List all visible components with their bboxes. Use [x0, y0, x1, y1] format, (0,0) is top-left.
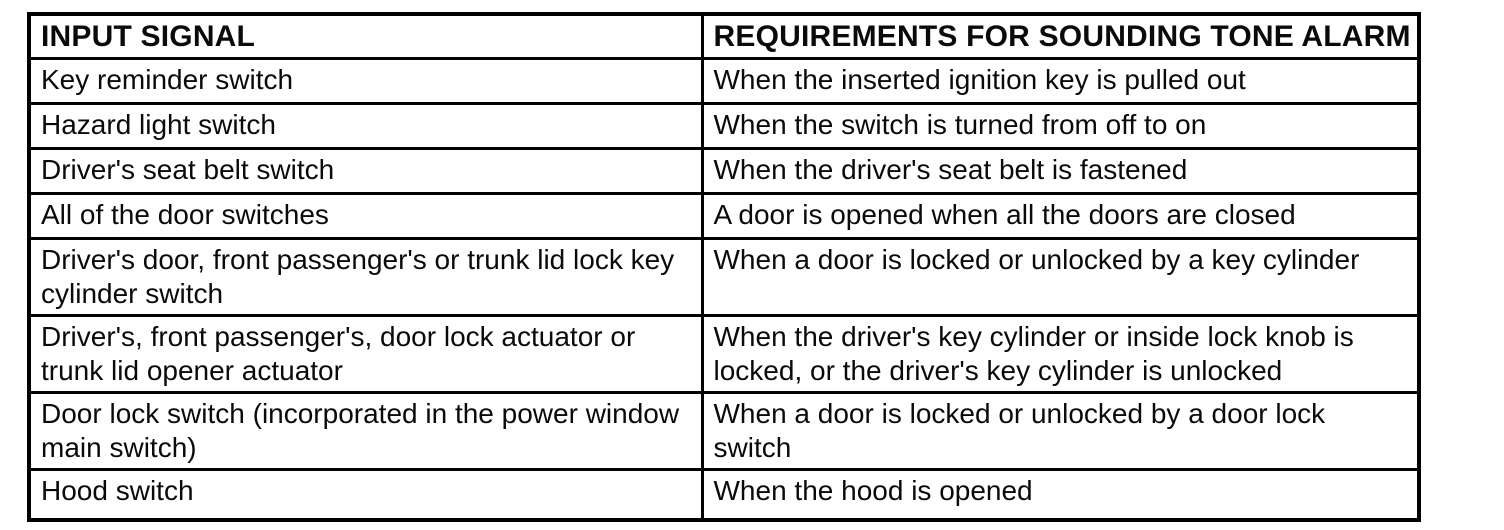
table-row: Door lock switch (incorporated in the po…: [27, 391, 1421, 471]
input-signal-cell: Driver's, front passenger's, door lock a…: [27, 314, 704, 394]
input-signal-cell: Driver's door, front passenger's or trun…: [27, 237, 704, 317]
column-header-requirements: REQUIREMENTS FOR SOUNDING TONE ALARM: [700, 12, 1421, 60]
requirement-cell: When a door is locked or unlocked by a d…: [700, 391, 1421, 471]
input-signal-cell: Hood switch: [27, 468, 704, 521]
table-header-row: INPUT SIGNAL REQUIREMENTS FOR SOUNDING T…: [27, 12, 1421, 60]
requirement-cell: When a door is locked or unlocked by a k…: [700, 237, 1421, 317]
requirement-cell: A door is opened when all the doors are …: [700, 192, 1421, 240]
input-signal-cell: All of the door switches: [27, 192, 704, 240]
input-signal-cell: Key reminder switch: [27, 57, 704, 105]
table-row: Hood switch When the hood is opened: [27, 468, 1421, 521]
requirement-cell: When the hood is opened: [700, 468, 1421, 521]
input-signal-cell: Driver's seat belt switch: [27, 147, 704, 195]
table-row: Driver's, front passenger's, door lock a…: [27, 314, 1421, 394]
requirement-cell: When the driver's seat belt is fastened: [700, 147, 1421, 195]
column-header-input-signal: INPUT SIGNAL: [27, 12, 704, 60]
input-signal-cell: Hazard light switch: [27, 102, 704, 150]
table-row: Hazard light switch When the switch is t…: [27, 102, 1421, 150]
table-row: All of the door switches A door is opene…: [27, 192, 1421, 240]
table-row: Key reminder switch When the inserted ig…: [27, 57, 1421, 105]
requirement-cell: When the inserted ignition key is pulled…: [700, 57, 1421, 105]
input-signal-cell: Door lock switch (incorporated in the po…: [27, 391, 704, 471]
table-row: Driver's seat belt switch When the drive…: [27, 147, 1421, 195]
requirement-cell: When the driver's key cylinder or inside…: [700, 314, 1421, 394]
tone-alarm-table: INPUT SIGNAL REQUIREMENTS FOR SOUNDING T…: [27, 12, 1421, 522]
requirement-cell: When the switch is turned from off to on: [700, 102, 1421, 150]
table-row: Driver's door, front passenger's or trun…: [27, 237, 1421, 317]
